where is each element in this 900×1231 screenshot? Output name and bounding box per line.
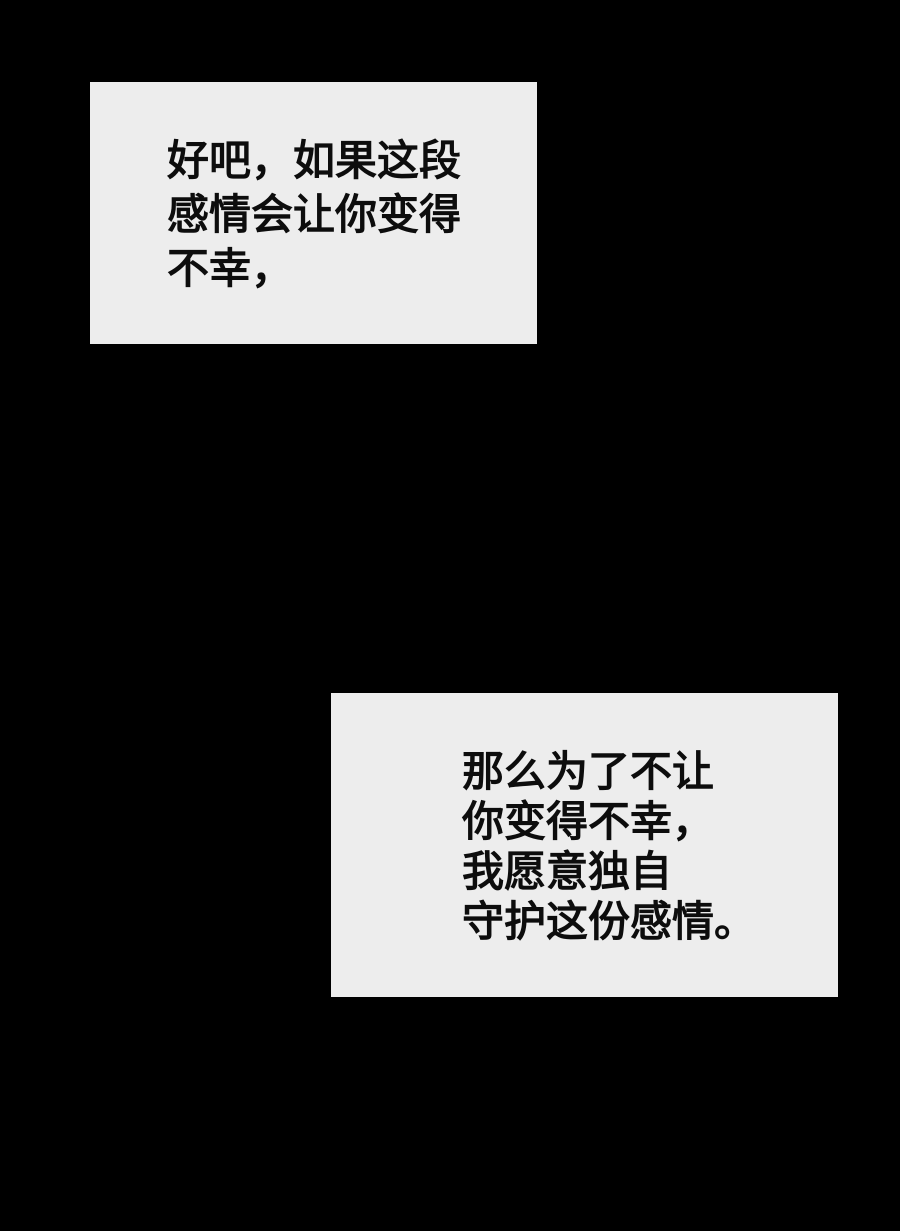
speech-text-line: 好吧，如果这段	[167, 139, 462, 185]
speech-text-line: 那么为了不让	[462, 750, 715, 796]
speech-text-line: 不幸，	[167, 247, 294, 293]
speech-text-line: 我愿意独自	[462, 850, 673, 896]
speech-text-line: 感情会让你变得	[167, 193, 462, 239]
speech-text-2: 那么为了不让 你变得不幸， 我愿意独自 守护这份感情。	[462, 748, 838, 948]
speech-text-line: 守护这份感情。	[462, 900, 757, 946]
speech-box-2: 那么为了不让 你变得不幸， 我愿意独自 守护这份感情。	[331, 693, 838, 997]
speech-text-line: 你变得不幸，	[462, 800, 715, 846]
speech-box-1: 好吧，如果这段 感情会让你变得 不幸，	[90, 82, 537, 344]
speech-text-1: 好吧，如果这段 感情会让你变得 不幸，	[167, 135, 537, 297]
